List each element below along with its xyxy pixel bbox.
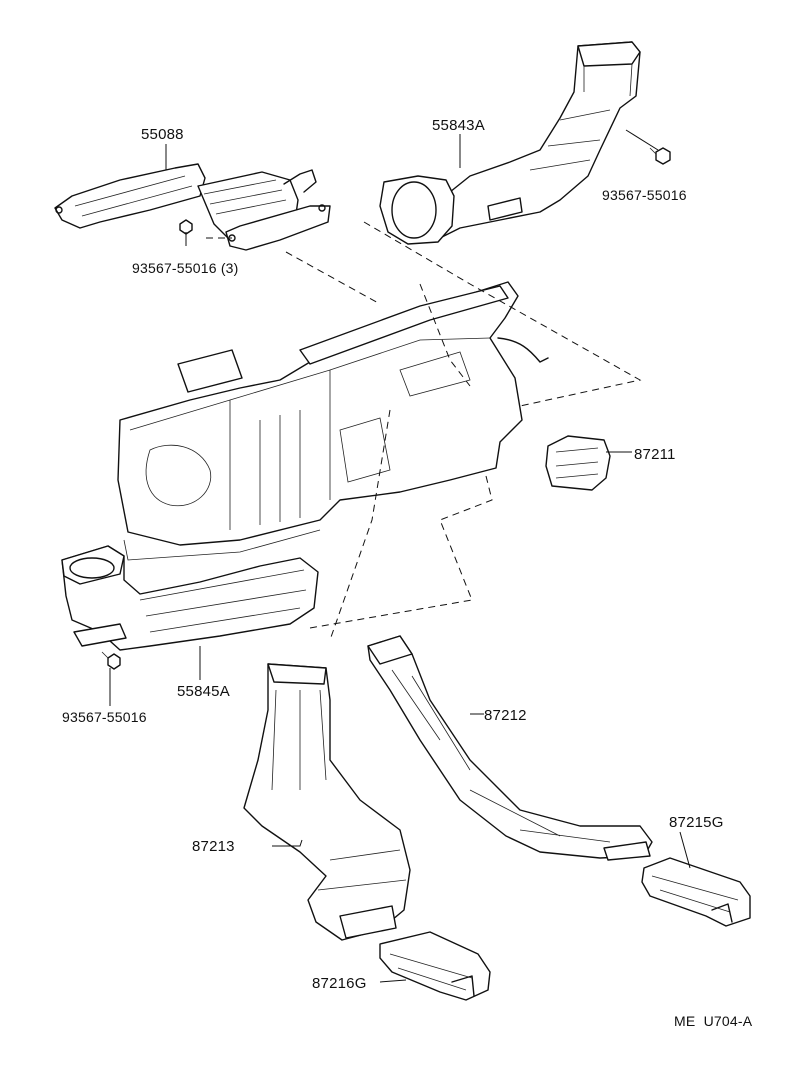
heater-unit-assembly — [117, 281, 549, 561]
label-87211: 87211 — [634, 446, 676, 463]
label-87212: 87212 — [484, 707, 527, 724]
label-55845a: 55845A — [177, 683, 230, 700]
part-55843a-duct[interactable] — [379, 41, 641, 245]
label-87216g: 87216G — [312, 975, 367, 992]
label-55843a: 55843A — [432, 117, 485, 134]
part-55088-duct[interactable] — [54, 163, 331, 251]
label-93567-55016-top-right: 93567-55016 — [602, 187, 687, 203]
part-87215g-vent[interactable] — [641, 857, 751, 927]
label-87213: 87213 — [192, 838, 235, 855]
screw-icon — [649, 147, 671, 165]
leader-lines — [109, 129, 691, 983]
part-87211-vent[interactable] — [545, 435, 611, 491]
assembly-guide-lines — [206, 221, 642, 641]
screw-icon — [101, 651, 121, 670]
part-87212-duct[interactable] — [367, 635, 653, 861]
part-87216g-vent[interactable] — [379, 931, 491, 1001]
part-87213-duct[interactable] — [243, 663, 411, 941]
label-93567-55016-qty3: 93567-55016 (3) — [132, 260, 239, 276]
figure-code: ME U704-A — [674, 1013, 753, 1029]
label-93567-55016-left: 93567-55016 — [62, 709, 147, 725]
label-55088: 55088 — [141, 126, 184, 143]
part-55845a-duct[interactable] — [61, 545, 319, 651]
label-87215g: 87215G — [669, 814, 724, 831]
